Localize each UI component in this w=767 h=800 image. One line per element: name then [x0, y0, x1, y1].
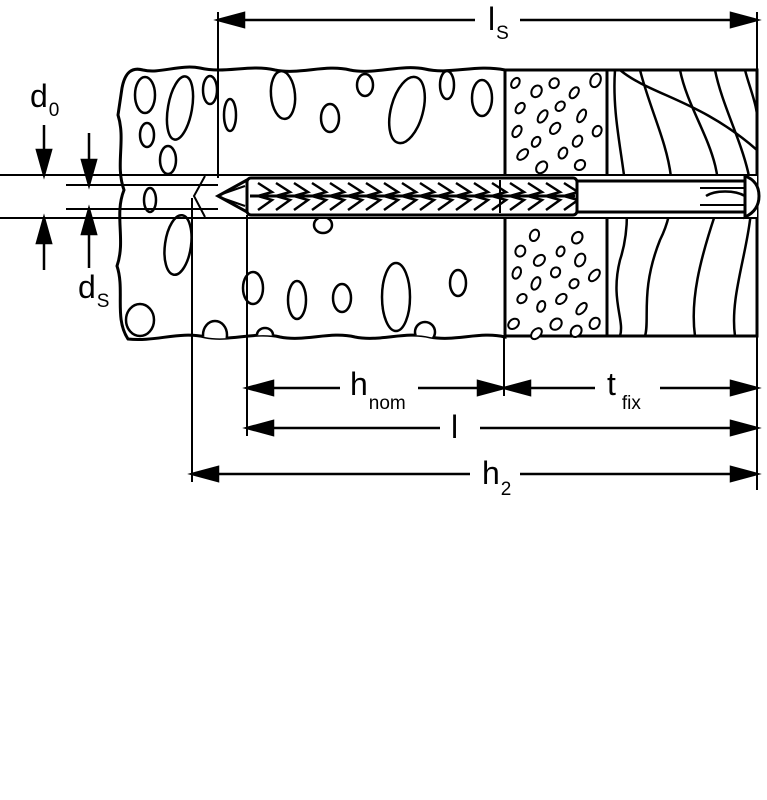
- screw-head: [743, 173, 761, 220]
- hnom-label: hnom: [350, 366, 406, 414]
- ls-dimension: [213, 11, 762, 29]
- diameter-dimensions: [0, 125, 218, 270]
- tfix-dimension: [499, 379, 762, 397]
- screw: [575, 173, 761, 220]
- dowel: [214, 176, 582, 217]
- h2-label: h2: [482, 455, 511, 500]
- ds-label: dS: [78, 269, 109, 312]
- hnom-dimension: [242, 379, 509, 397]
- h2-dimension: [187, 465, 762, 483]
- ls-label: lS: [488, 1, 509, 44]
- screw-shank: [575, 179, 747, 214]
- tfix-label: tfix: [607, 366, 641, 414]
- concrete-aggregate: [124, 69, 494, 340]
- dimension-lines: [0, 11, 762, 490]
- l-dimension: [242, 419, 762, 437]
- dimension-labels: lS d0 dS hnom tfix l h2: [30, 1, 641, 500]
- insulation-pebbles: [507, 72, 603, 341]
- l-label: l: [451, 409, 458, 445]
- d0-label: d0: [30, 78, 59, 121]
